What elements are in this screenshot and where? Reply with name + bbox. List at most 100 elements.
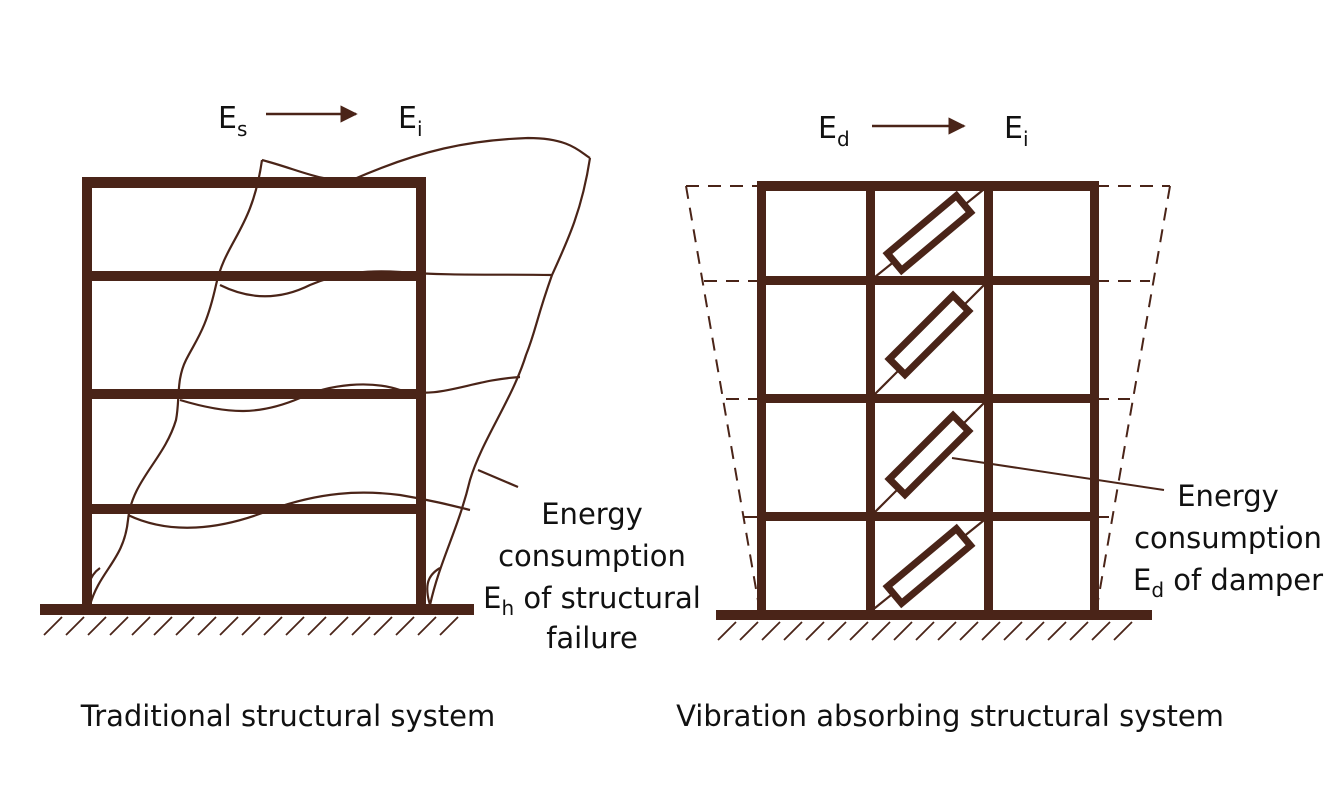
traditional-frame-members xyxy=(40,177,474,615)
hatch-mark xyxy=(739,621,759,641)
svg-text:Ed: Ed xyxy=(818,111,850,151)
roof-beam-right xyxy=(757,181,1099,191)
damped-frame xyxy=(685,181,1171,641)
damped-frame-members xyxy=(716,181,1152,620)
callout-right-symbol: E xyxy=(1133,563,1151,597)
eq-left-to-sub: i xyxy=(417,117,423,141)
eq-left-from: E xyxy=(218,101,237,136)
hatch-mark xyxy=(1003,621,1023,641)
hatch-mark xyxy=(395,616,415,636)
hatch-mark xyxy=(1047,621,1067,641)
floor-beam-1 xyxy=(90,271,418,281)
callout-right-rest: of damper xyxy=(1164,563,1323,597)
hatch-mark xyxy=(65,616,85,636)
deformation-envelope xyxy=(685,185,1171,613)
floor-beam-right-2 xyxy=(757,394,1099,403)
callout-left-rest: of structural xyxy=(514,581,701,615)
hatch-mark xyxy=(373,616,393,636)
ground-slab xyxy=(40,604,474,615)
hatch-mark xyxy=(197,616,217,636)
hatch-mark xyxy=(805,621,825,641)
ground-slab-right xyxy=(716,610,1152,620)
damped-caption: Vibration absorbing structural system xyxy=(676,699,1224,733)
svg-text:Ei: Ei xyxy=(1004,111,1029,151)
callout-right-line2: consumption xyxy=(1134,521,1322,555)
callout-left-line4: failure xyxy=(546,621,638,655)
column-right-b xyxy=(866,181,875,612)
callout-right-line1: Energy xyxy=(1177,479,1279,513)
hatch-mark xyxy=(937,621,957,641)
dampers xyxy=(882,190,976,609)
eq-right-to: E xyxy=(1004,111,1023,146)
damper-storey-1 xyxy=(882,523,976,609)
floor-beam-2 xyxy=(90,389,418,399)
hatch-mark xyxy=(959,621,979,641)
roof-beam xyxy=(82,177,426,188)
hatch-mark xyxy=(43,616,63,636)
envelope-right xyxy=(1095,185,1171,613)
hatch-mark xyxy=(351,616,371,636)
callout-left-line3: Eh of structural xyxy=(483,581,701,620)
damper-callout: Energy consumption Ed of damper xyxy=(1133,479,1323,602)
callout-leader-right xyxy=(951,457,1165,491)
hatch-mark xyxy=(1091,621,1111,641)
traditional-caption: Traditional structural system xyxy=(80,699,496,733)
floor-beam-right-1 xyxy=(757,276,1099,285)
damper-storey-4 xyxy=(882,190,976,276)
ground-hatch xyxy=(43,616,459,636)
hatch-mark xyxy=(1025,621,1045,641)
hatch-mark xyxy=(329,616,349,636)
callout-left-line1: Energy xyxy=(541,497,643,531)
callout-left-line2: consumption xyxy=(498,539,686,573)
traditional-frame xyxy=(40,136,592,636)
hatch-mark xyxy=(827,621,847,641)
wave-floor-2 xyxy=(179,375,521,413)
callout-left-symbol: E xyxy=(483,581,501,615)
svg-text:Es: Es xyxy=(218,101,247,141)
hatch-mark xyxy=(1113,621,1133,641)
column-right-c xyxy=(984,181,993,612)
hatch-mark xyxy=(717,621,737,641)
ground-hatch-right xyxy=(717,621,1133,641)
hatch-mark xyxy=(783,621,803,641)
hatch-mark xyxy=(871,621,891,641)
envelope-left xyxy=(685,185,761,613)
left-column xyxy=(82,177,92,607)
eq-right-from-sub: d xyxy=(837,127,850,151)
hatch-mark xyxy=(307,616,327,636)
hatch-mark xyxy=(981,621,1001,641)
hatch-mark xyxy=(131,616,151,636)
svg-text:Ei: Ei xyxy=(398,101,423,141)
wave-floor-3 xyxy=(127,491,471,529)
hatch-mark xyxy=(893,621,913,641)
hatch-mark xyxy=(241,616,261,636)
eq-left-to: E xyxy=(398,101,417,136)
hatch-mark xyxy=(417,616,437,636)
hatch-mark xyxy=(761,621,781,641)
damper-storey-3 xyxy=(884,290,974,380)
damped-equation: Ed Ei xyxy=(818,111,1029,151)
deformation-waves xyxy=(86,136,592,606)
callout-leader-left xyxy=(477,468,519,489)
callout-left-symbol-sub: h xyxy=(502,596,515,620)
wave-roof xyxy=(261,136,591,182)
wave-left-column xyxy=(88,159,264,606)
eq-right-to-sub: i xyxy=(1023,127,1029,151)
callout-right-symbol-sub: d xyxy=(1151,578,1164,602)
hatch-mark xyxy=(849,621,869,641)
floor-beam-right-3 xyxy=(757,512,1099,521)
hatch-mark xyxy=(175,616,195,636)
hatch-mark xyxy=(87,616,107,636)
hatch-mark xyxy=(1069,621,1089,641)
eq-left-from-sub: s xyxy=(237,117,247,141)
callout-right-line3: Ed of damper xyxy=(1133,563,1323,602)
damper-storey-2 xyxy=(884,410,974,500)
column-right-d xyxy=(1090,181,1099,612)
floor-beam-3 xyxy=(90,504,418,514)
traditional-equation: Es Ei xyxy=(218,101,423,141)
wave-foot-right xyxy=(426,567,441,606)
column-right-a xyxy=(757,181,766,612)
right-column xyxy=(416,177,426,607)
